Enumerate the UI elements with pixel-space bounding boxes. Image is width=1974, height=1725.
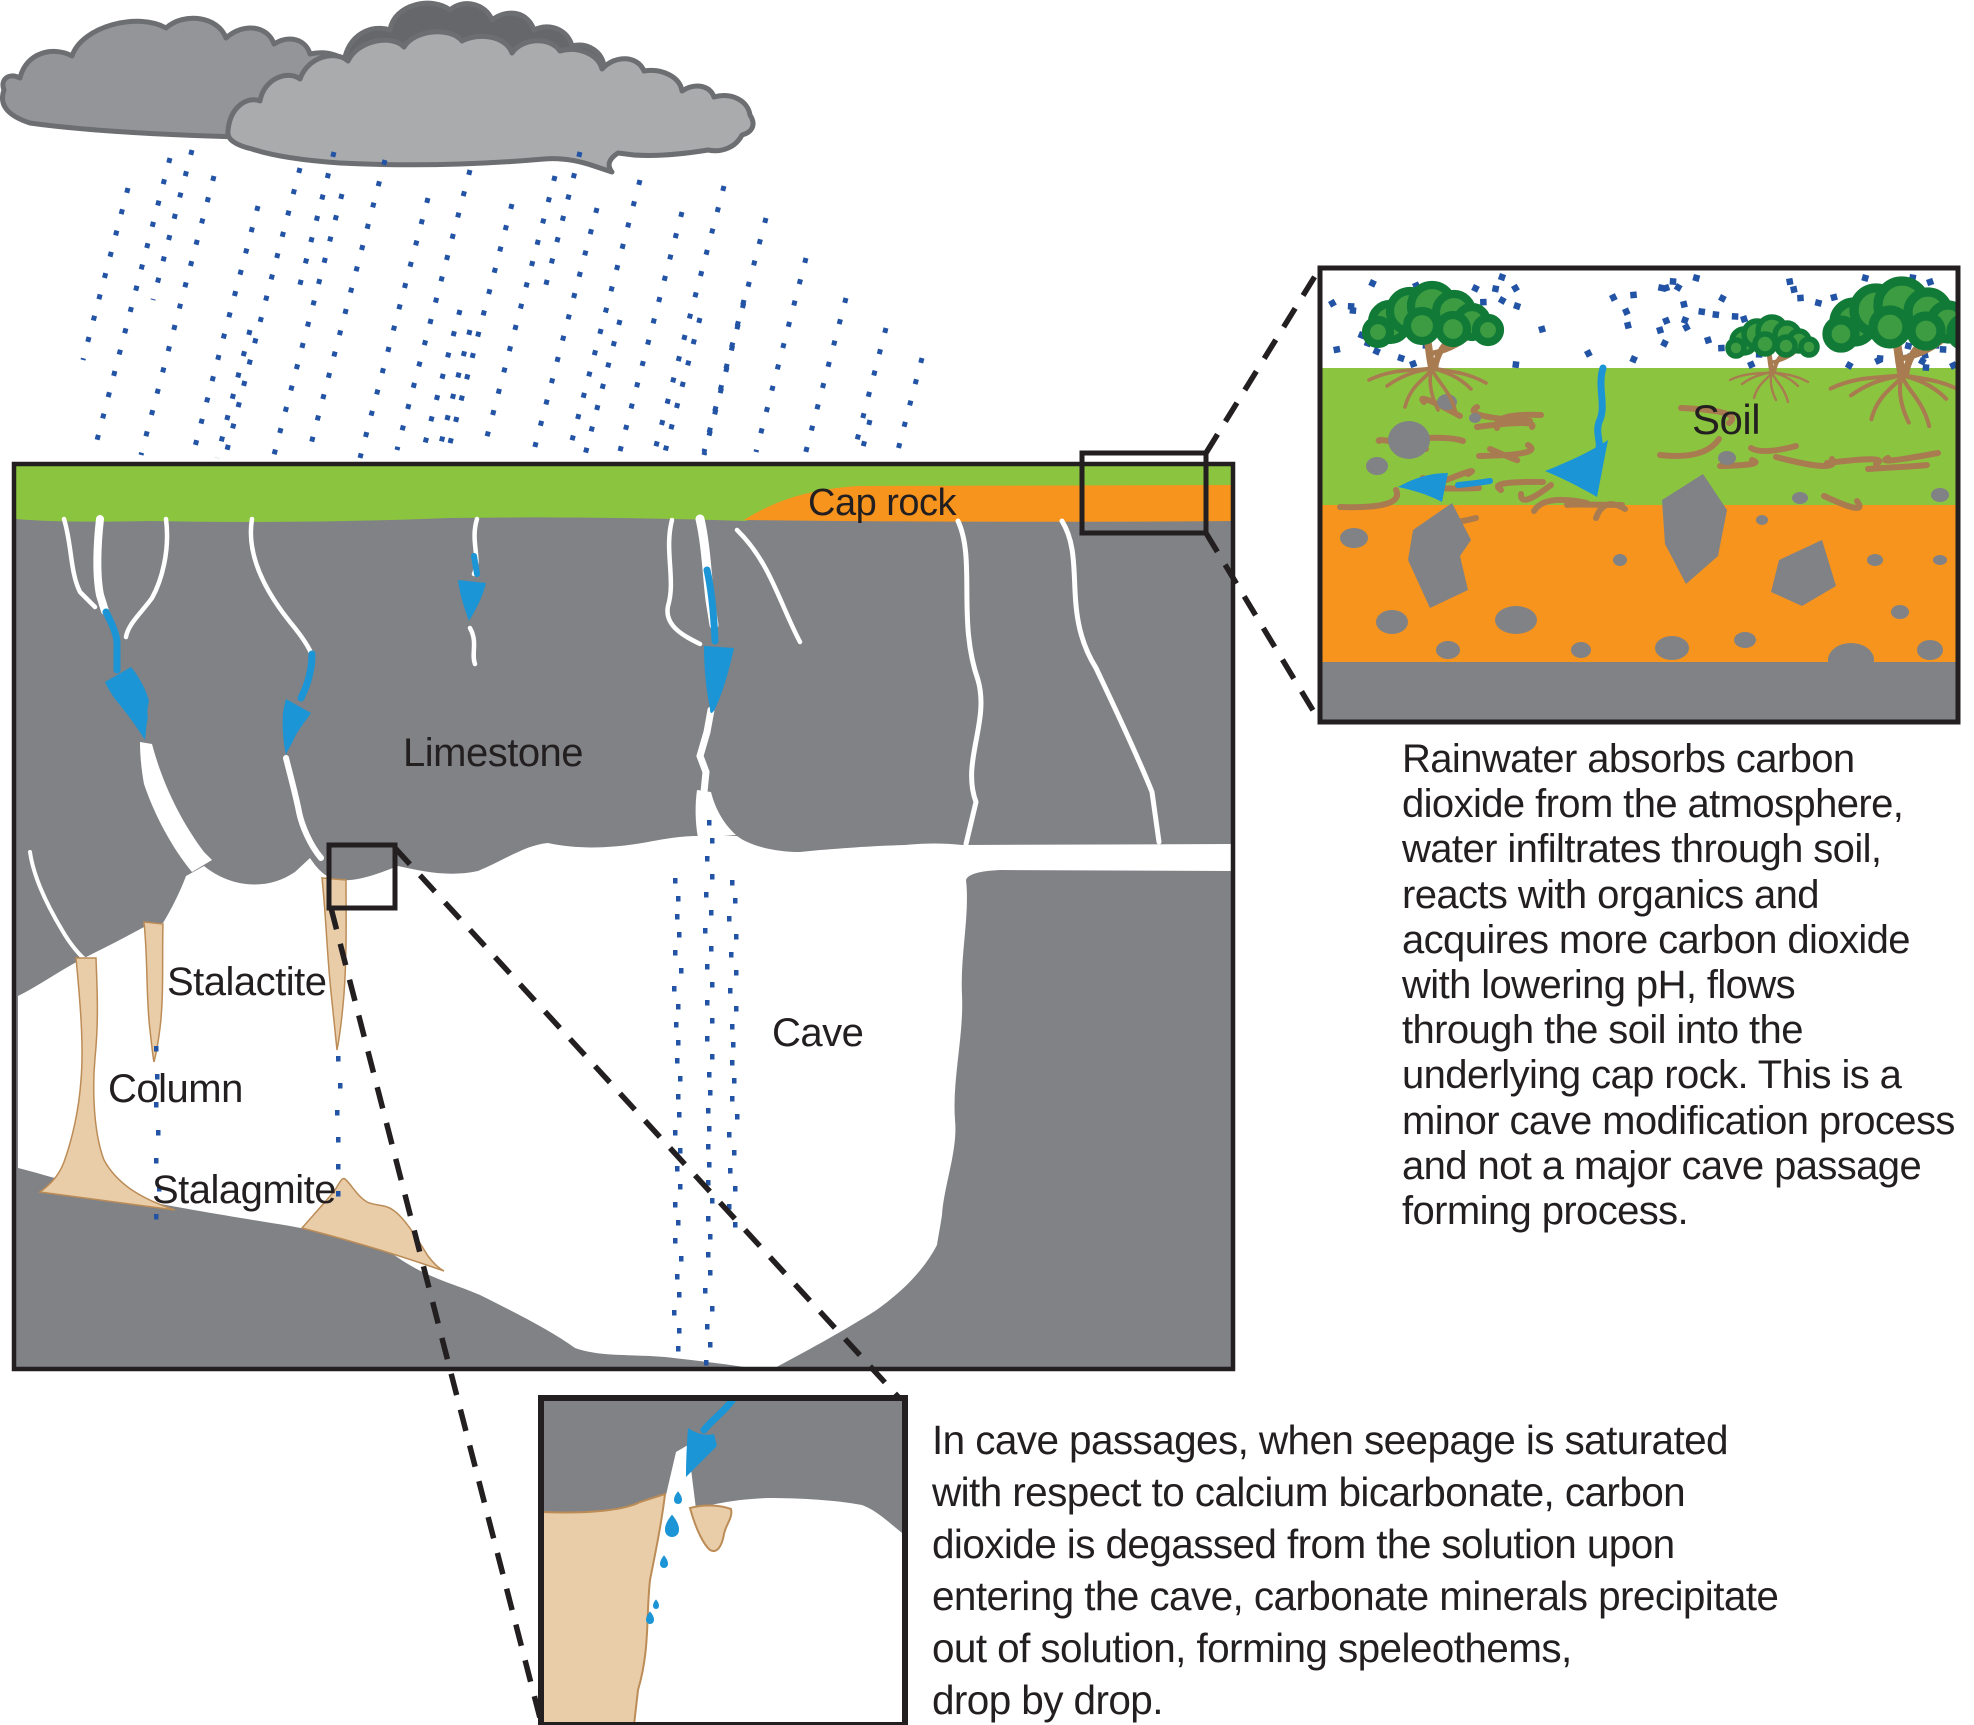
svg-text:and not a major cave passage: and not a major cave passage	[1402, 1144, 1921, 1188]
svg-text:Rainwater absorbs carbon: Rainwater absorbs carbon	[1402, 737, 1855, 781]
svg-text:reacts with organics and: reacts with organics and	[1402, 873, 1819, 917]
svg-text:Stalagmite: Stalagmite	[152, 1168, 336, 1212]
svg-text:drop by drop.: drop by drop.	[932, 1677, 1163, 1723]
svg-text:dioxide is degassed from the s: dioxide is degassed from the solution up…	[932, 1521, 1675, 1567]
svg-text:out of solution, forming spele: out of solution, forming speleothems,	[932, 1625, 1572, 1671]
svg-text:underlying cap rock. This is a: underlying cap rock. This is a	[1402, 1053, 1903, 1097]
svg-text:acquires more carbon dioxide: acquires more carbon dioxide	[1402, 918, 1910, 962]
svg-text:Limestone: Limestone	[403, 731, 583, 775]
svg-text:with lowering pH, flows: with lowering pH, flows	[1401, 963, 1795, 1007]
svg-text:Column: Column	[108, 1067, 243, 1111]
svg-text:Cap rock: Cap rock	[808, 482, 958, 524]
svg-text:Cave: Cave	[772, 1011, 863, 1055]
svg-text:entering the cave, carbonate m: entering the cave, carbonate minerals pr…	[932, 1573, 1778, 1619]
svg-text:Stalactite: Stalactite	[167, 960, 327, 1004]
svg-text:In cave passages, when seepage: In cave passages, when seepage is satura…	[932, 1417, 1728, 1463]
svg-text:through the soil into the: through the soil into the	[1402, 1008, 1803, 1052]
svg-text:with respect to calcium bicarb: with respect to calcium bicarbonate, car…	[931, 1469, 1685, 1515]
svg-text:dioxide from the atmosphere,: dioxide from the atmosphere,	[1402, 782, 1903, 826]
svg-text:forming process.: forming process.	[1402, 1189, 1688, 1233]
svg-text:Soil: Soil	[1692, 396, 1760, 443]
svg-text:water infiltrates through soil: water infiltrates through soil,	[1401, 827, 1881, 871]
svg-text:minor cave modification proces: minor cave modification process	[1402, 1099, 1955, 1143]
